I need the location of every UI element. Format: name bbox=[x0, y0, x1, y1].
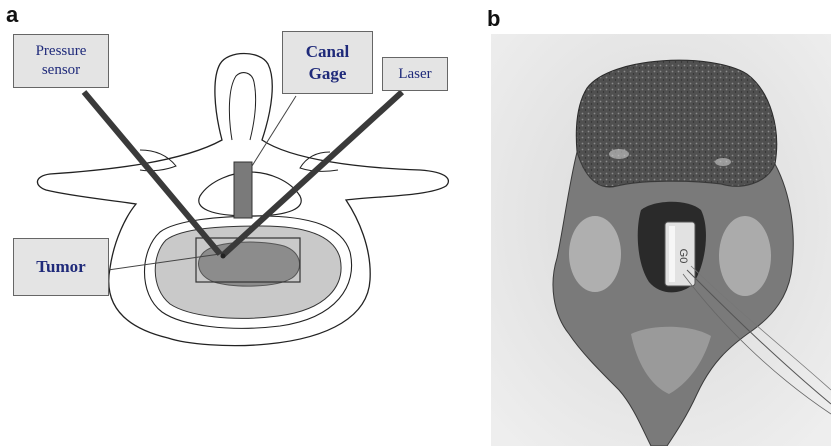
body-highlight-2 bbox=[715, 158, 731, 166]
canal-gage-label: Canal Gage bbox=[282, 31, 373, 94]
body-highlight-1 bbox=[609, 149, 629, 159]
specimen-photo: G0 bbox=[491, 34, 831, 446]
left-facet-tissue bbox=[569, 216, 621, 292]
laser-label-text: Laser bbox=[398, 66, 431, 83]
laser-tip bbox=[221, 254, 226, 259]
canal-gage-label-line1: Canal bbox=[306, 41, 349, 63]
pressure-sensor-label-line1: Pressure bbox=[36, 42, 87, 61]
panel-b-letter: b bbox=[487, 8, 500, 30]
canal-gage bbox=[234, 162, 252, 218]
tumor-label-text: Tumor bbox=[36, 257, 85, 277]
pressure-sensor-label: Pressure sensor bbox=[13, 34, 109, 88]
tumor-label: Tumor bbox=[13, 238, 109, 296]
specimen-canal-gage-highlight bbox=[669, 226, 675, 282]
pressure-sensor-label-line2: sensor bbox=[36, 61, 87, 80]
canal-gage-label-line2: Gage bbox=[306, 63, 349, 85]
right-facet-tissue bbox=[719, 216, 771, 296]
specimen-vertebral-body bbox=[576, 60, 776, 186]
specimen-gage-text: G0 bbox=[677, 249, 689, 264]
laser-label: Laser bbox=[382, 57, 448, 91]
